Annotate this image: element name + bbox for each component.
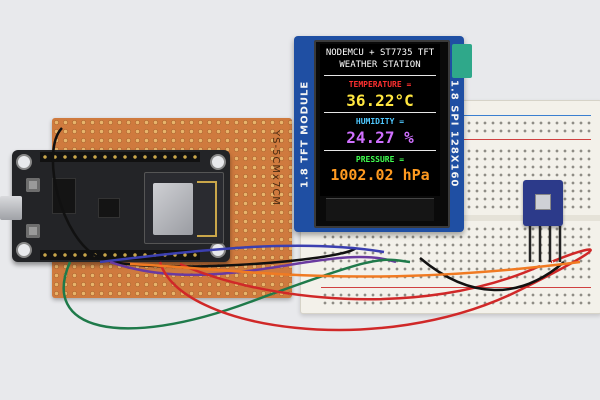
- tft-side-label-right: 1.8 SPI 128X160: [448, 80, 460, 188]
- breadboard-bottom-holes: [321, 225, 593, 281]
- screen-title-line1: NODEMCU + ST7735 TFT: [325, 48, 435, 58]
- esp-shield: [153, 183, 193, 235]
- breadboard-bottom-rail-holes: [321, 291, 593, 305]
- humidity-value: 24.27 %: [346, 128, 414, 147]
- screen-divider: [324, 75, 436, 76]
- regulator-chip: [98, 198, 120, 218]
- wire-black-sensor: [419, 257, 565, 292]
- nodemcu-board: [12, 150, 230, 262]
- pin-header-bottom: [40, 250, 200, 260]
- tft-screen: NODEMCU + ST7735 TFT WEATHER STATION TEM…: [320, 44, 440, 196]
- pressure-value: 1002.02 hPa: [330, 166, 430, 184]
- wire-purple: [109, 255, 397, 277]
- temperature-label: TEMPERATURE =: [348, 80, 412, 89]
- screen-title-line2: WEATHER STATION: [339, 60, 421, 70]
- mount-hole: [16, 242, 32, 258]
- wire-red-long: [158, 248, 592, 332]
- wire-orange: [129, 260, 581, 278]
- micro-usb-port: [0, 196, 22, 220]
- reset-button: [26, 178, 40, 192]
- wire-green: [62, 258, 411, 330]
- antenna-trace: [197, 181, 217, 237]
- mount-hole: [16, 154, 32, 170]
- tft-glass-edge: [326, 198, 434, 221]
- pin-header-top: [40, 152, 200, 162]
- temperature-value: 36.22°C: [346, 91, 414, 110]
- screen-divider: [324, 150, 436, 151]
- breadboard-rail-red-bottom: [321, 287, 591, 288]
- wire-red: [179, 262, 541, 301]
- esp8266-module: [144, 172, 224, 244]
- bme280-sensor: [523, 180, 563, 226]
- sensor-chip: [535, 194, 551, 210]
- wire-blue: [99, 244, 385, 264]
- mount-hole: [210, 154, 226, 170]
- tft-ribbon-tab: [452, 44, 472, 78]
- pressure-label: PRESSURE =: [355, 155, 405, 164]
- screen-divider: [324, 112, 436, 113]
- flash-button: [26, 224, 40, 238]
- humidity-label: HUMIDITY =: [355, 117, 405, 126]
- perfboard-label: YS-5CMx7CM: [270, 130, 281, 206]
- sensor-leads: [528, 226, 562, 262]
